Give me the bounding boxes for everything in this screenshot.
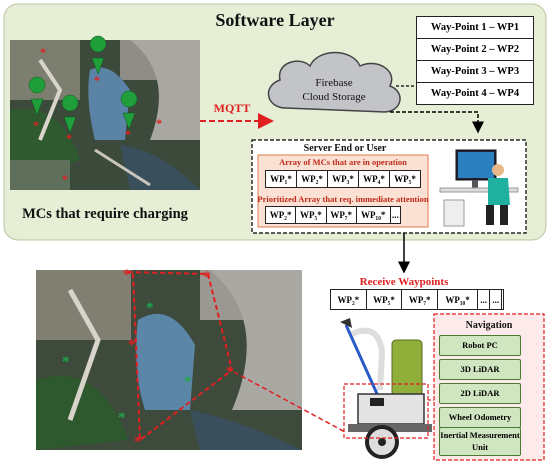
robot-route xyxy=(127,271,234,442)
table-row: Way-Point 2 – WP2 xyxy=(416,38,534,61)
table-row: WP₂* WP₅* WP₇* WP₁₀* ... ... xyxy=(330,289,504,310)
receive-cell: WP₇* xyxy=(401,289,439,310)
waypoint-cell: Way-Point 2 – WP2 xyxy=(416,38,534,61)
robot-illustration xyxy=(340,318,432,459)
nav-item-wheel-odometry: Wheel Odometry xyxy=(439,407,521,428)
svg-text:*: * xyxy=(203,269,211,285)
svg-text:*: * xyxy=(226,364,234,380)
receive-cell: WP₅* xyxy=(365,289,403,310)
mc-caption: MCs that require charging xyxy=(22,206,189,222)
receive-cell: ... xyxy=(476,289,491,310)
svg-text:*: * xyxy=(94,73,100,87)
table-row: Way-Point 3 – WP3 xyxy=(416,60,534,83)
top-map-stars: * * * * * * * xyxy=(33,45,162,186)
svg-text:*: * xyxy=(128,337,136,353)
map-pin-icon xyxy=(89,35,107,75)
array-cell: WP₃* xyxy=(327,170,359,188)
nav-item-2d-lidar: 2D LiDAR xyxy=(439,383,521,404)
receive-cell: WP₂* xyxy=(330,289,367,310)
mqtt-label: MQTT xyxy=(214,101,251,115)
array-cell: WP₅* xyxy=(389,170,421,188)
robot-sensor-highlight xyxy=(343,383,429,439)
waypoint-cell: Way-Point 1 – WP1 xyxy=(416,16,534,39)
svg-text:*: * xyxy=(146,300,154,316)
array-cell: WP₄* xyxy=(358,170,390,188)
cloud-to-server-arrow xyxy=(390,111,484,134)
waypoint-cell: Way-Point 4 – WP4 xyxy=(416,82,534,105)
table-row: WP₂* WP₅* WP₇* WP₁₀* ... xyxy=(264,206,402,224)
table-row: Way-Point 1 – WP1 xyxy=(416,16,534,39)
svg-text:*: * xyxy=(184,374,192,390)
navigation-title: Navigation xyxy=(466,320,513,331)
firebase-cloud-icon xyxy=(267,51,401,113)
table-row: WP₁* WP₂* WP₃* WP₄* WP₅* xyxy=(265,170,421,188)
array-title: Array of MCs that are in operation xyxy=(279,157,407,167)
svg-text:*: * xyxy=(125,127,131,141)
nav-item-robot-pc: Robot PC xyxy=(439,335,521,356)
charging-pins xyxy=(28,35,138,134)
array-cell: WP₁₀* xyxy=(355,206,391,224)
svg-text:*: * xyxy=(118,410,126,426)
map-pin-icon xyxy=(61,94,79,134)
svg-text:*: * xyxy=(40,45,46,59)
receive-cell xyxy=(501,289,504,310)
map-pin-icon xyxy=(28,76,46,116)
waypoint-cell: Way-Point 3 – WP3 xyxy=(416,60,534,83)
svg-text:*: * xyxy=(62,354,70,370)
receive-array: WP₂* WP₅* WP₇* WP₁₀* ... ... xyxy=(330,289,504,310)
svg-text:*: * xyxy=(134,434,142,450)
array-cell: WP₂* xyxy=(264,206,297,224)
waypoint-table: Way-Point 1 – WP1 Way-Point 2 – WP2 Way-… xyxy=(416,16,534,105)
prioritized-title: Prioritized Array that req. immediate at… xyxy=(257,194,428,204)
array-cell: WP₂* xyxy=(296,170,328,188)
array-cell: WP₇* xyxy=(325,206,357,224)
array-cell: WP₁* xyxy=(265,170,297,188)
bottom-map-stars: * * * * * * * * * xyxy=(62,267,234,450)
user-workstation-icon xyxy=(439,149,519,227)
nav-item-3d-lidar: 3D LiDAR xyxy=(439,359,521,380)
operation-array: WP₁* WP₂* WP₃* WP₄* WP₅* xyxy=(265,170,421,188)
svg-text:*: * xyxy=(123,267,131,283)
top-aerial-map xyxy=(10,40,200,190)
svg-text:*: * xyxy=(156,116,162,130)
svg-text:*: * xyxy=(33,118,39,132)
svg-text:*: * xyxy=(66,131,72,145)
prioritized-array: WP₂* WP₅* WP₇* WP₁₀* ... xyxy=(264,206,402,224)
receive-cell: WP₁₀* xyxy=(437,289,478,310)
cloud-line2: Cloud Storage xyxy=(302,91,365,103)
svg-text:*: * xyxy=(62,172,68,186)
array-cell: ... xyxy=(389,206,402,224)
server-label: Server End or User xyxy=(304,143,387,154)
table-row: Way-Point 4 – WP4 xyxy=(416,82,534,105)
receive-title: Receive Waypoints xyxy=(360,276,449,288)
map-pin-icon xyxy=(120,90,138,130)
bottom-aerial-map xyxy=(36,270,302,450)
map-to-robot-connector xyxy=(233,371,346,433)
cloud-line1: Firebase xyxy=(315,77,352,89)
array-cell: WP₅* xyxy=(295,206,327,224)
software-layer-title: Software Layer xyxy=(215,10,334,30)
nav-item-imu: Inertial Measurement Unit xyxy=(439,427,521,456)
receive-cell: ... xyxy=(489,289,503,310)
